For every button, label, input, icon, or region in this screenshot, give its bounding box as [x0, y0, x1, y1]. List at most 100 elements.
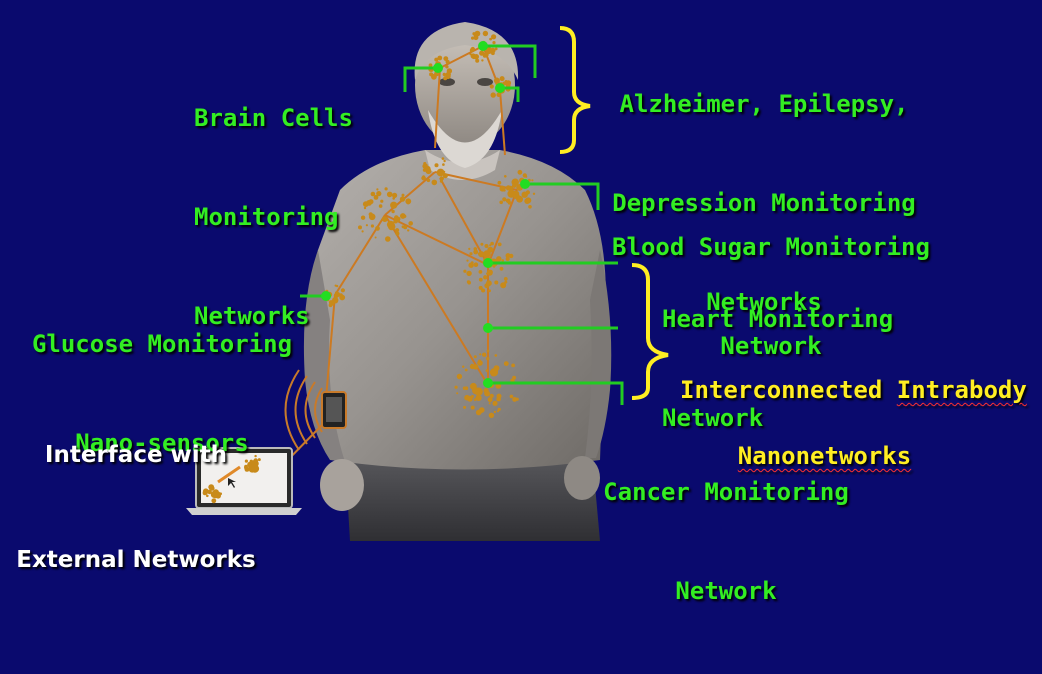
nano-sensor-dot — [513, 194, 518, 199]
nano-sensor-dot — [395, 228, 400, 233]
nano-sensor-dot — [492, 41, 496, 45]
nano-sensor-dot — [422, 168, 427, 172]
nano-sensor-dot — [468, 247, 471, 250]
nano-sensor-dot — [473, 247, 478, 251]
bracket-interconnected — [631, 263, 669, 400]
nano-sensor-dot — [503, 277, 508, 281]
diagram-stage: Brain Cells Monitoring Networks Alzheime… — [16, 22, 1027, 605]
nano-sensor-dot — [392, 192, 398, 198]
nano-sensor-dot — [490, 92, 496, 98]
nano-sensor-dot — [489, 244, 492, 247]
nano-sensor-dot — [490, 47, 496, 54]
nano-sensor-dot — [497, 180, 502, 185]
nano-sensor-dot — [509, 192, 512, 196]
nano-sensor-dot — [483, 275, 488, 280]
nano-sensor-dot — [473, 355, 477, 359]
nano-sensor-dot — [504, 175, 507, 178]
label-alzheimer-line2: Depression Monitoring — [612, 189, 916, 217]
nano-sensor-dot — [481, 288, 486, 293]
nano-sensor-dot — [499, 266, 504, 271]
nano-sensor-dot — [441, 157, 445, 160]
nano-sensor-dot — [363, 206, 367, 210]
nano-sensor-dot — [482, 53, 487, 58]
nano-sensor-dot — [487, 246, 494, 253]
nano-sensor-cluster-neck — [421, 157, 448, 186]
nano-sensor-dot — [480, 242, 484, 246]
nano-sensor-dot — [393, 218, 398, 224]
nano-sensor-dot — [462, 365, 465, 368]
nano-sensor-dot — [386, 191, 393, 198]
nano-sensor-dot — [401, 193, 405, 197]
nano-sensor-dot — [473, 262, 479, 268]
nano-sensor-dot — [490, 241, 494, 246]
connector-lines — [300, 44, 624, 405]
nano-sensor-dot — [489, 393, 494, 398]
nano-sensor-dot — [439, 176, 444, 181]
nano-sensor-dot — [504, 280, 508, 284]
nano-sensor-dot — [388, 220, 391, 223]
nano-sensor-dot — [475, 58, 480, 63]
label-glucose: Glucose Monitoring Nano-sensors — [22, 262, 302, 526]
nano-sensor-dot — [493, 410, 497, 414]
nano-sensor-dot — [244, 466, 248, 470]
nano-sensor-dot — [478, 359, 481, 363]
nano-sensor-dot — [491, 51, 495, 56]
nano-sensor-dot — [334, 291, 339, 295]
nano-sensor-dot — [464, 368, 468, 372]
nano-sensor-dot — [373, 195, 379, 200]
nano-sensor-dot — [436, 168, 445, 177]
nano-sensor-dot — [474, 387, 483, 396]
nano-sensor-dot — [524, 198, 531, 205]
nano-sensor-dot — [431, 179, 438, 186]
label-alzheimer-line3: Networks — [706, 288, 822, 316]
nano-sensor-dot — [469, 364, 475, 370]
nano-sensor-cluster-brain-top — [469, 30, 498, 63]
nano-sensor-dot — [473, 249, 479, 255]
label-heart: Heart Monitoring Network — [662, 237, 893, 501]
nano-sensor-dot — [517, 169, 523, 175]
nano-sensor-dot — [374, 236, 377, 239]
nano-sensor-dot — [251, 460, 258, 467]
nano-sensor-dot — [522, 173, 527, 178]
nano-sensor-clusters — [323, 30, 536, 418]
nano-sensor-dot — [434, 163, 439, 168]
nano-sensor-dot — [500, 282, 507, 289]
nano-sensor-dot — [335, 284, 339, 288]
label-blood-sugar: Blood Sugar Monitoring Network — [606, 165, 936, 429]
nano-sensor-dot — [478, 285, 483, 290]
bracket-alzheimer — [559, 26, 591, 154]
nano-sensor-dot — [391, 209, 395, 214]
nano-sensor-dot — [370, 191, 376, 197]
nano-sensor-dot — [479, 50, 485, 56]
nano-sensor-dot — [505, 185, 511, 191]
nano-sensor-dot — [442, 72, 446, 77]
label-nanonetworks: Nanonetworks — [737, 442, 912, 470]
label-blood-sugar-line2: Network — [720, 332, 822, 360]
nano-sensor-dot — [375, 226, 380, 231]
nano-sensor-dot — [478, 277, 483, 282]
nano-sensor-dot — [484, 244, 489, 248]
nano-sensor-dot — [477, 252, 481, 256]
nano-sensor-dot — [426, 178, 431, 183]
label-blood-sugar-line1: Blood Sugar Monitoring — [612, 233, 930, 261]
nano-sensor-dot — [496, 92, 502, 97]
nano-sensor-dot — [486, 349, 490, 353]
nano-sensor-dot — [361, 230, 364, 233]
nano-sensor-dot — [497, 407, 501, 411]
nano-sensor-dot — [443, 56, 449, 61]
nano-sensor-dot — [254, 454, 257, 458]
nano-sensor-dot — [402, 197, 406, 200]
nano-sensor-dot — [469, 48, 475, 53]
nano-sensor-dot — [505, 253, 511, 259]
label-brain-cells-line1: Brain Cells — [194, 104, 353, 132]
nano-sensor-dot — [442, 173, 448, 179]
label-interface-line2: External Networks — [16, 547, 256, 573]
nano-sensor-dot — [491, 34, 497, 40]
nano-sensor-dot — [446, 68, 453, 74]
nano-sensor-dot — [488, 412, 495, 418]
laptop-icon — [186, 447, 302, 515]
nano-sensor-dot — [481, 59, 484, 62]
nano-sensor-dot — [376, 191, 382, 197]
nano-sensor-dot — [496, 256, 502, 262]
nano-sensor-dot — [489, 84, 494, 89]
